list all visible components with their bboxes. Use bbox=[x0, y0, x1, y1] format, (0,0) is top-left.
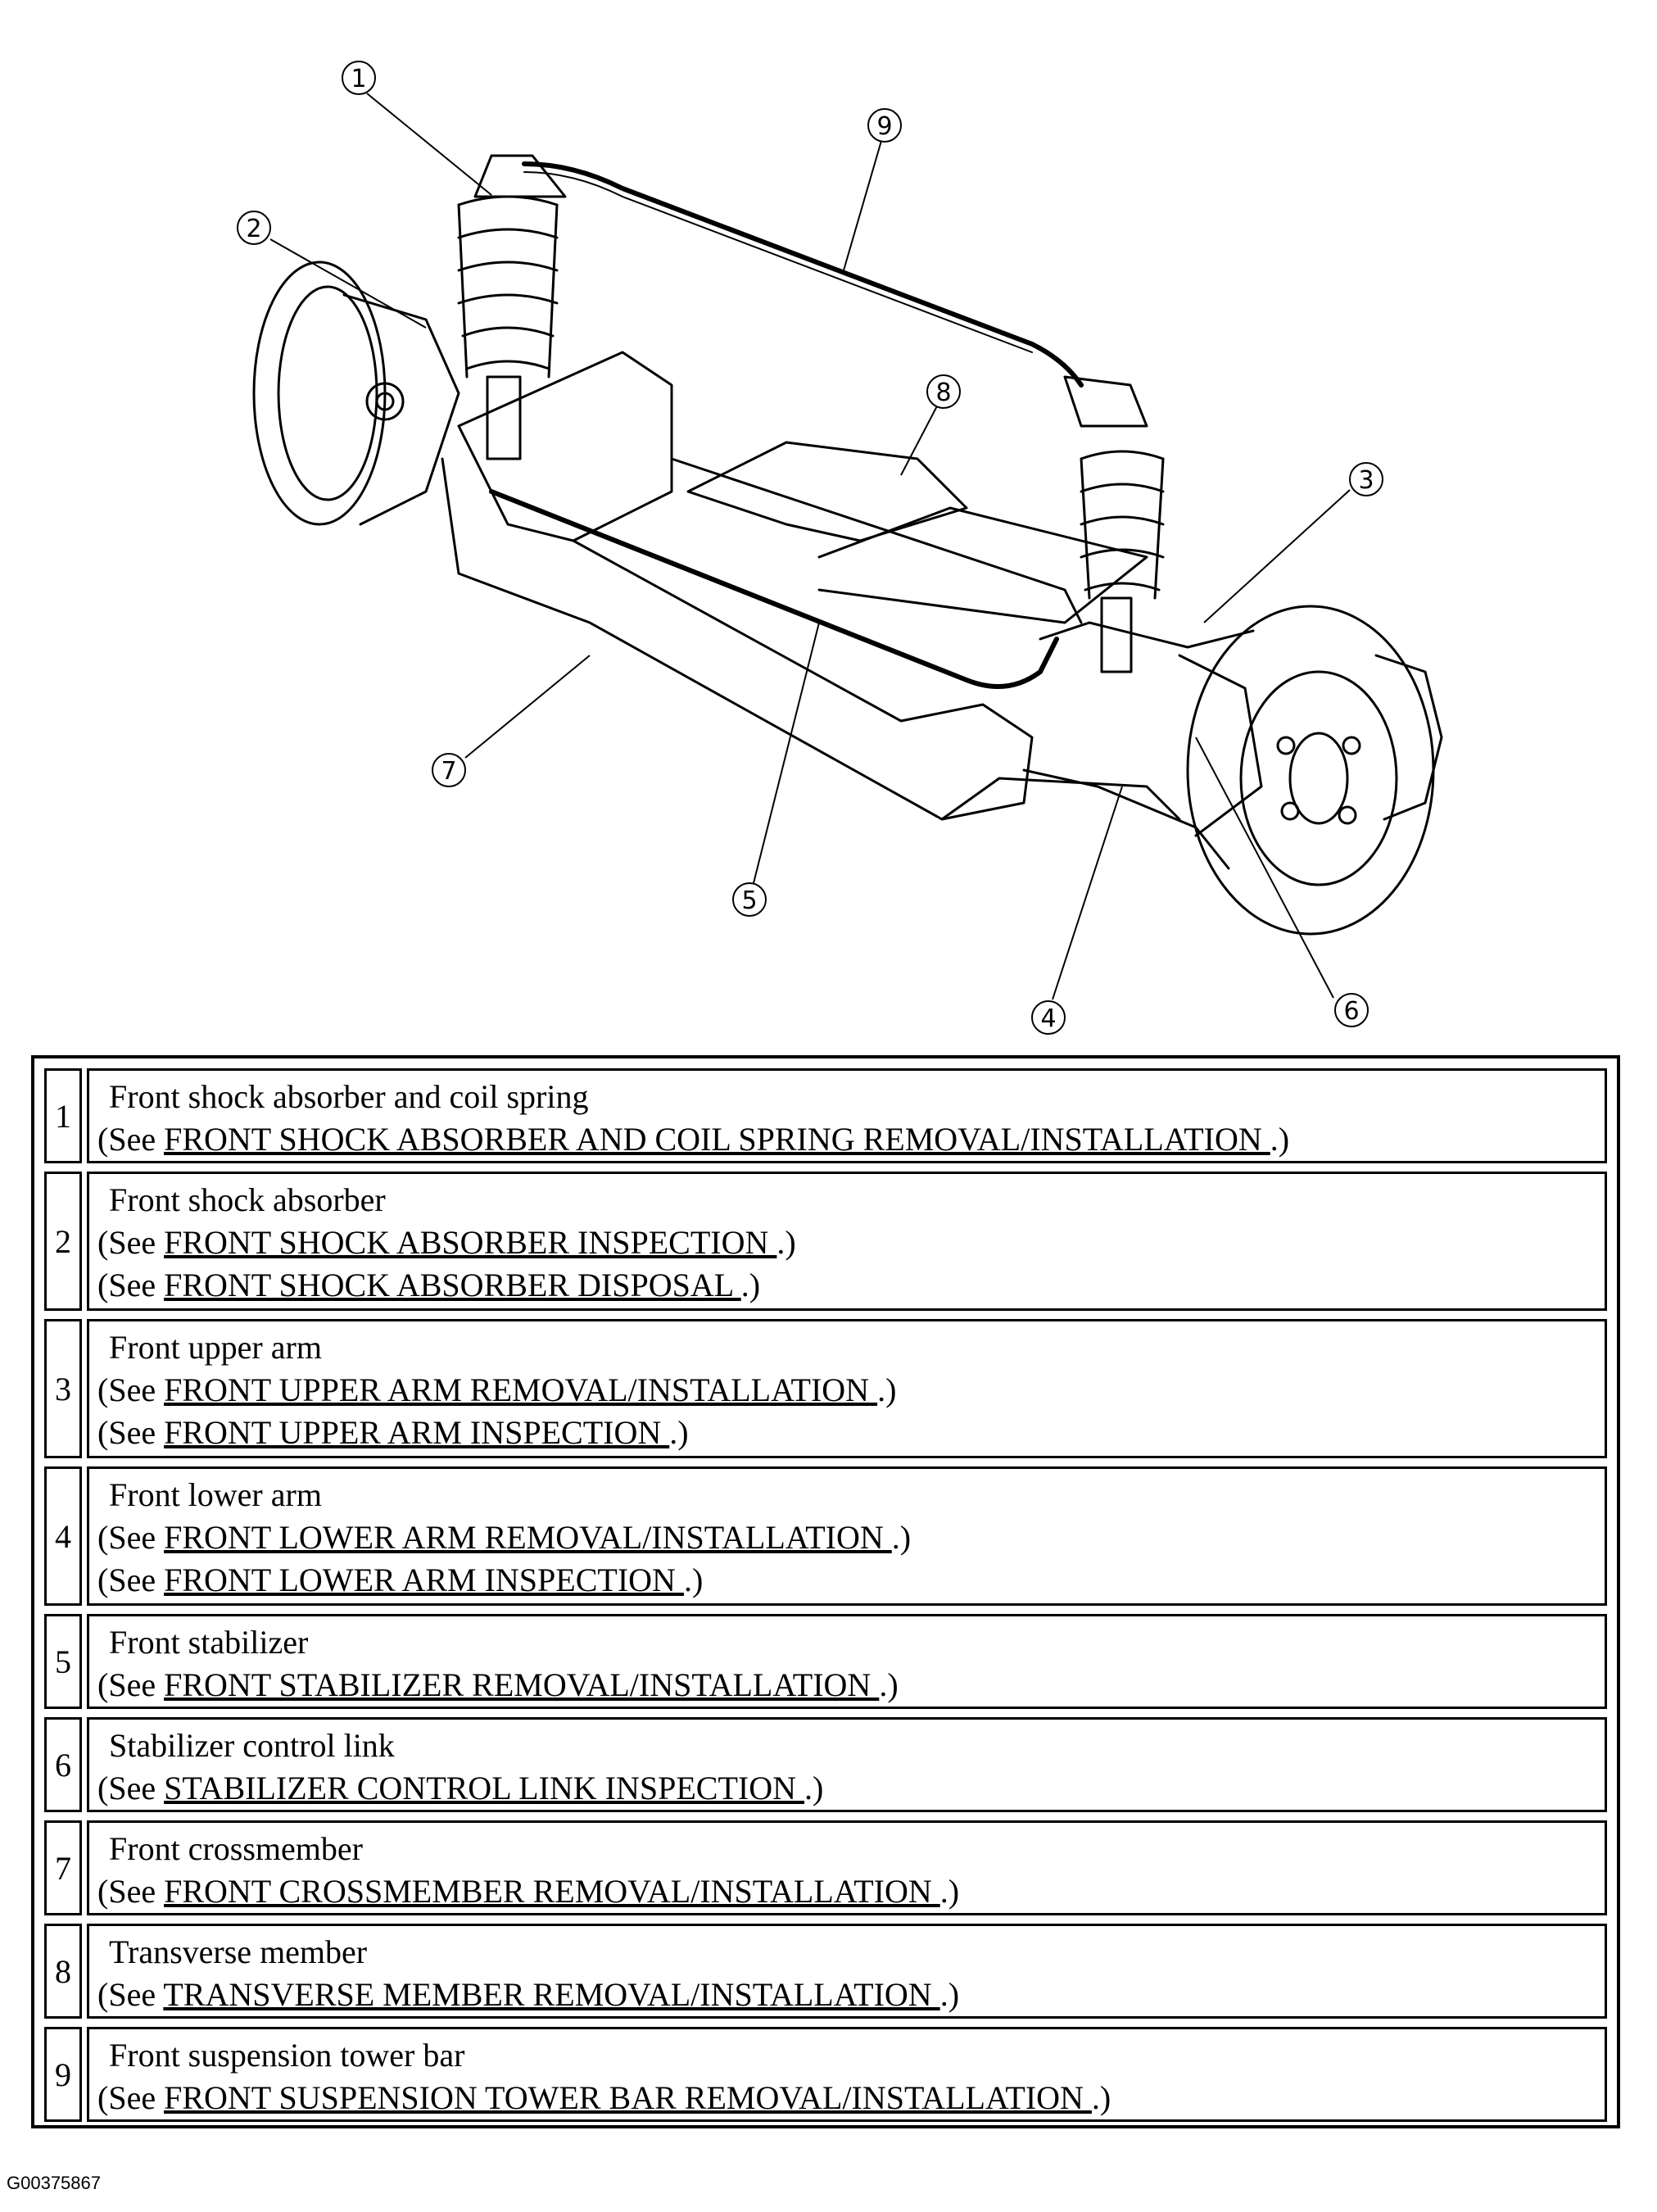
suspension-illustration: 1 2 3 4 5 6 7 8 9 bbox=[237, 61, 1443, 1035]
row-number: 2 bbox=[44, 1172, 82, 1311]
part-name: Front crossmember bbox=[109, 1830, 363, 1867]
part-name: Front suspension tower bar bbox=[109, 2037, 465, 2074]
callout-9: 9 bbox=[867, 108, 902, 143]
callout-4: 4 bbox=[1031, 1000, 1066, 1035]
callout-6-label: 6 bbox=[1343, 997, 1359, 1026]
reference-link[interactable]: FRONT LOWER ARM REMOVAL/INSTALLATION bbox=[164, 1519, 892, 1556]
callout-6: 6 bbox=[1334, 993, 1369, 1027]
upper-arm bbox=[1039, 621, 1255, 649]
reference-link[interactable]: FRONT UPPER ARM INSPECTION bbox=[164, 1414, 670, 1451]
part-name: Transverse member bbox=[109, 1933, 368, 1970]
table-row: 7 Front crossmember (See FRONT CROSSMEMB… bbox=[44, 1820, 1607, 1915]
row-number: 8 bbox=[44, 1924, 82, 2019]
reference-line: (See TRANSVERSE MEMBER REMOVAL/INSTALLAT… bbox=[97, 1976, 960, 2013]
callout-3: 3 bbox=[1349, 462, 1383, 496]
row-number: 7 bbox=[44, 1820, 82, 1915]
callout-7-label: 7 bbox=[441, 757, 456, 786]
reference-line: (See FRONT LOWER ARM REMOVAL/INSTALLATIO… bbox=[97, 1519, 912, 1556]
row-description: Front crossmember (See FRONT CROSSMEMBER… bbox=[87, 1820, 1607, 1915]
reference-link[interactable]: TRANSVERSE MEMBER REMOVAL/INSTALLATION bbox=[163, 1976, 940, 2013]
callout-8: 8 bbox=[926, 374, 961, 409]
row-description: Front shock absorber (See FRONT SHOCK AB… bbox=[87, 1172, 1607, 1311]
reference-link[interactable]: FRONT SHOCK ABSORBER INSPECTION bbox=[164, 1224, 777, 1261]
table-row: 4 Front lower arm (See FRONT LOWER ARM R… bbox=[44, 1466, 1607, 1606]
reference-line: (See FRONT SUSPENSION TOWER BAR REMOVAL/… bbox=[97, 2079, 1111, 2116]
row-number: 9 bbox=[44, 2027, 82, 2122]
reference-link[interactable]: FRONT CROSSMEMBER REMOVAL/INSTALLATION bbox=[164, 1873, 940, 1910]
reference-link[interactable]: FRONT SUSPENSION TOWER BAR REMOVAL/INSTA… bbox=[164, 2079, 1092, 2116]
transverse-member bbox=[686, 441, 968, 542]
row-number: 6 bbox=[44, 1717, 82, 1812]
reference-line: (See STABILIZER CONTROL LINK INSPECTION … bbox=[97, 1770, 824, 1806]
callout-7: 7 bbox=[432, 753, 466, 787]
lower-arm bbox=[1022, 768, 1230, 870]
reference-link[interactable]: FRONT STABILIZER REMOVAL/INSTALLATION bbox=[164, 1666, 880, 1703]
reference-line: (See FRONT CROSSMEMBER REMOVAL/INSTALLAT… bbox=[97, 1873, 960, 1910]
table-row: 6 Stabilizer control link (See STABILIZE… bbox=[44, 1717, 1607, 1812]
callout-9-label: 9 bbox=[876, 112, 892, 141]
callout-5-label: 5 bbox=[741, 886, 757, 915]
crossmember bbox=[441, 351, 1181, 821]
part-name: Front shock absorber and coil spring bbox=[109, 1078, 589, 1115]
reference-link[interactable]: STABILIZER CONTROL LINK INSPECTION bbox=[164, 1770, 805, 1806]
parts-table: 1 Front shock absorber and coil spring (… bbox=[31, 1055, 1620, 2128]
part-name: Front shock absorber bbox=[109, 1181, 386, 1218]
row-number: 3 bbox=[44, 1319, 82, 1458]
reference-line: (See FRONT SHOCK ABSORBER INSPECTION .) bbox=[97, 1224, 796, 1261]
row-description: Front upper arm (See FRONT UPPER ARM REM… bbox=[87, 1319, 1607, 1458]
callout-8-label: 8 bbox=[935, 378, 951, 407]
tower-bar bbox=[522, 161, 1084, 388]
reference-line: (See FRONT LOWER ARM INSPECTION .) bbox=[97, 1562, 704, 1598]
table-row: 9 Front suspension tower bar (See FRONT … bbox=[44, 2027, 1607, 2122]
reference-link[interactable]: FRONT LOWER ARM INSPECTION bbox=[164, 1562, 684, 1598]
table-row: 3 Front upper arm (See FRONT UPPER ARM R… bbox=[44, 1319, 1607, 1458]
left-coil-spring bbox=[457, 154, 567, 378]
row-description: Front suspension tower bar (See FRONT SU… bbox=[87, 2027, 1607, 2122]
table-row: 1 Front shock absorber and coil spring (… bbox=[44, 1068, 1607, 1163]
row-number: 1 bbox=[44, 1068, 82, 1163]
callout-4-label: 4 bbox=[1040, 1004, 1056, 1033]
reference-link[interactable]: FRONT UPPER ARM REMOVAL/INSTALLATION bbox=[164, 1371, 878, 1408]
reference-line: (See FRONT UPPER ARM INSPECTION .) bbox=[97, 1414, 689, 1451]
reference-link[interactable]: FRONT SHOCK ABSORBER DISPOSAL bbox=[164, 1267, 741, 1303]
reference-line: (See FRONT UPPER ARM REMOVAL/INSTALLATIO… bbox=[97, 1371, 897, 1408]
row-number: 5 bbox=[44, 1614, 82, 1709]
callout-3-label: 3 bbox=[1358, 466, 1374, 495]
row-description: Front shock absorber and coil spring (Se… bbox=[87, 1068, 1607, 1163]
row-number: 4 bbox=[44, 1466, 82, 1606]
part-name: Front upper arm bbox=[109, 1329, 322, 1366]
reference-line: (See FRONT SHOCK ABSORBER DISPOSAL .) bbox=[97, 1267, 761, 1303]
table-row: 2 Front shock absorber (See FRONT SHOCK … bbox=[44, 1172, 1607, 1311]
callout-1: 1 bbox=[342, 61, 376, 95]
row-description: Stabilizer control link (See STABILIZER … bbox=[87, 1717, 1607, 1812]
suspension-diagram: 1 2 3 4 5 6 7 8 9 bbox=[0, 0, 1657, 1049]
callout-5: 5 bbox=[732, 882, 767, 917]
reference-line: (See FRONT STABILIZER REMOVAL/INSTALLATI… bbox=[97, 1666, 899, 1703]
figure-id: G00375867 bbox=[7, 2173, 101, 2193]
part-name: Stabilizer control link bbox=[109, 1727, 395, 1764]
callout-2: 2 bbox=[237, 211, 271, 245]
stabilizer-bar bbox=[489, 489, 1059, 689]
part-name: Front stabilizer bbox=[109, 1624, 309, 1661]
row-description: Front stabilizer (See FRONT STABILIZER R… bbox=[87, 1614, 1607, 1709]
right-coil-spring bbox=[1063, 375, 1165, 600]
callout-1-label: 1 bbox=[351, 65, 366, 93]
reference-link[interactable]: FRONT SHOCK ABSORBER AND COIL SPRING REM… bbox=[164, 1121, 1270, 1158]
table-row: 8 Transverse member (See TRANSVERSE MEMB… bbox=[44, 1924, 1607, 2019]
reference-line: (See FRONT SHOCK ABSORBER AND COIL SPRIN… bbox=[97, 1121, 1290, 1158]
row-description: Transverse member (See TRANSVERSE MEMBER… bbox=[87, 1924, 1607, 2019]
table-row: 5 Front stabilizer (See FRONT STABILIZER… bbox=[44, 1614, 1607, 1709]
callout-2-label: 2 bbox=[246, 215, 261, 243]
part-name: Front lower arm bbox=[109, 1476, 322, 1513]
row-description: Front lower arm (See FRONT LOWER ARM REM… bbox=[87, 1466, 1607, 1606]
